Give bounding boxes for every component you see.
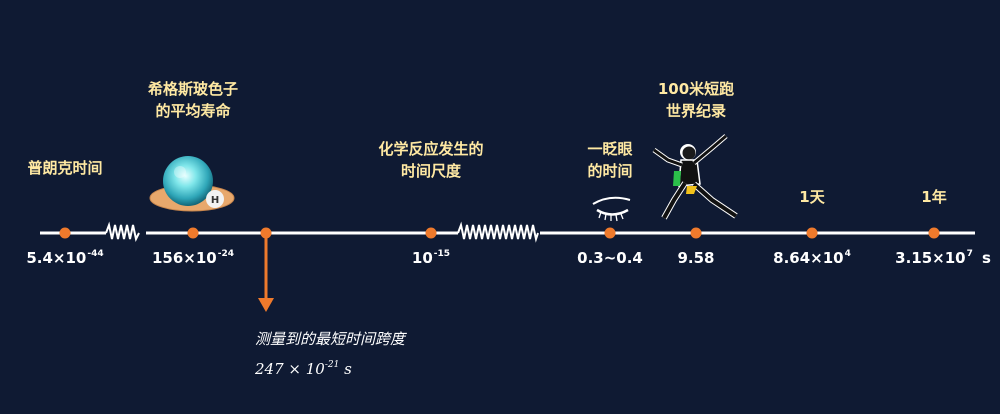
event-value-exponent: 4 — [844, 249, 851, 259]
event-marker — [806, 227, 818, 239]
event-marker — [928, 227, 940, 239]
sprinter-icon — [652, 134, 738, 220]
measurement-arrow-head — [258, 298, 274, 312]
event-label-line: 时间尺度 — [400, 162, 461, 180]
higgs-particle-icon: H — [149, 156, 235, 212]
event-value-base: 3.15×10 — [895, 249, 966, 267]
measurement-marker — [260, 227, 272, 239]
axis-unit: s — [982, 249, 991, 267]
event-label: 化学反应发生的时间尺度 — [351, 138, 511, 182]
event-label: 100米短跑世界纪录 — [616, 78, 776, 122]
event-value: 8.64×104 — [752, 249, 872, 267]
event-label-line: 100米短跑 — [657, 80, 735, 98]
event-value: 5.4×10-44 — [5, 249, 125, 267]
event-label: 一眨眼的时间 — [530, 138, 690, 182]
event-label-line: 一眨眼 — [587, 140, 633, 158]
event-label-line: 1天 — [799, 188, 825, 206]
event-value-base: 9.58 — [677, 249, 715, 267]
event-value-base: 10 — [411, 249, 433, 267]
event-marker — [425, 227, 437, 239]
event-label-line: 1年 — [921, 188, 947, 206]
event-value-exponent: -44 — [87, 249, 104, 259]
axis-break-spring — [457, 221, 539, 243]
event-value-base: 156×10 — [151, 249, 217, 267]
event-value-exponent: -24 — [217, 249, 235, 259]
event-value: 3.15×107 — [874, 249, 994, 267]
event-label: 1年 — [854, 186, 1000, 208]
event-value-base: 8.64×10 — [773, 249, 844, 267]
svg-text:H: H — [211, 195, 219, 206]
measurement-value: 247 × 10-21 s — [255, 360, 352, 378]
axis-break-spring — [105, 221, 140, 242]
event-label-line: 普朗克时间 — [27, 159, 103, 177]
event-value: 10-15 — [371, 249, 491, 267]
event-label-line: 的平均寿命 — [155, 102, 231, 120]
measurement-annotation: 测量到的最短时间跨度 247 × 10-21 s — [255, 326, 405, 382]
event-marker — [187, 227, 199, 239]
event-marker — [604, 227, 616, 239]
eye-blink-icon — [592, 196, 631, 222]
event-label-line: 化学反应发生的 — [378, 140, 484, 158]
event-value: 0.3~0.4 — [550, 249, 670, 267]
event-label-line: 世界纪录 — [665, 102, 726, 120]
event-label: 希格斯玻色子的平均寿命 — [113, 78, 273, 122]
event-label-line: 希格斯玻色子 — [147, 80, 238, 98]
event-value-exponent: -15 — [433, 249, 451, 259]
event-marker — [690, 227, 702, 239]
event-label: 普朗克时间 — [0, 157, 145, 179]
event-value-base: 5.4×10 — [26, 249, 87, 267]
event-value: 156×10-24 — [133, 249, 253, 267]
event-value-exponent: 7 — [966, 249, 973, 259]
event-markers — [59, 227, 940, 239]
event-value-base: 0.3~0.4 — [577, 249, 643, 267]
event-marker — [59, 227, 71, 239]
event-label: 1天 — [732, 186, 892, 208]
event-value: 9.58 — [636, 249, 756, 267]
measurement-label: 测量到的最短时间跨度 — [255, 330, 406, 348]
event-label-line: 的时间 — [587, 162, 633, 180]
